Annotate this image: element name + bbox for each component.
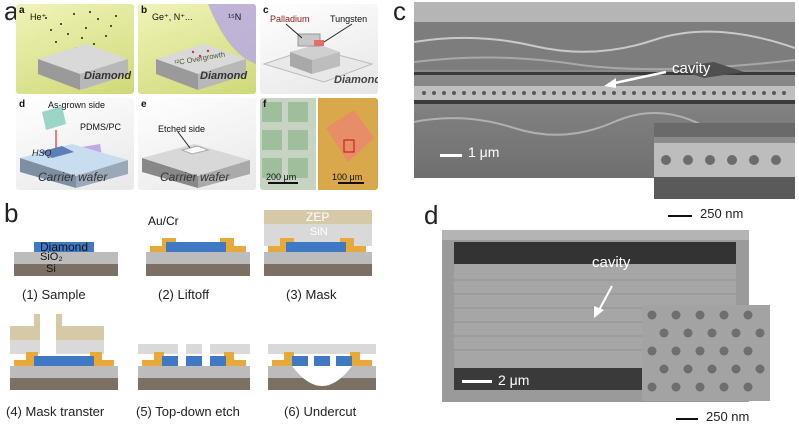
layer-label-diamond: Diamond: [40, 240, 89, 254]
panel-b-letter: b: [4, 198, 19, 228]
panel-d-scale-main: 2 μm: [498, 372, 530, 388]
tile-a-block-label: Diamond: [84, 70, 132, 82]
tile-c-letter: c: [263, 5, 269, 16]
tile-b-ion-label: Ge⁺, N⁺...: [152, 12, 193, 22]
panel-d-letter: d: [424, 200, 439, 230]
panel-c-inset-illustration: [654, 123, 795, 199]
tile-d-pdms-label: PDMS/PC: [80, 122, 122, 132]
layer-label-sin: SiN: [310, 226, 328, 238]
tile-e-illustration: [142, 131, 250, 188]
tile-b-block-label: Diamond: [200, 70, 248, 82]
panel-c-cavity-label: cavity: [672, 60, 711, 77]
tile-a-ion-label: He⁺: [30, 12, 47, 22]
tile-c-metal-mask: c Palladium Tungsten Diamond: [260, 4, 378, 94]
step-label-3: (3) Mask: [286, 287, 337, 302]
step-label-5: (5) Top-down etch: [136, 404, 240, 419]
tile-d-transfer: d As-grown side PDMS/PC HSQ Carrier wafe…: [16, 98, 134, 190]
layer-label-si: Si: [46, 263, 56, 275]
tile-b-illustration: [156, 4, 256, 90]
step-4-stack: [10, 314, 118, 390]
panel-c-sem-illustration: [414, 2, 795, 178]
tile-c-palladium-label: Palladium: [270, 14, 310, 24]
tile-a-ion-implant: a He⁺ Diamond: [16, 4, 134, 94]
panel-d-scale-inset: 250 nm: [706, 409, 750, 424]
tile-c-illustration: [262, 23, 374, 83]
layer-label-sio2: SiO₂: [40, 251, 63, 263]
tile-a-letter: a: [19, 5, 25, 16]
panel-c-scale-inset: 250 nm: [700, 206, 744, 221]
step-3-stack: [264, 210, 372, 276]
tile-c-tungsten-label: Tungsten: [330, 14, 368, 24]
panel-d-inset-scalebar: [676, 418, 698, 420]
tile-b-letter: b: [141, 5, 148, 16]
panel-a-letter: a: [4, 0, 19, 26]
panel-c-hole-row: [422, 91, 786, 95]
panel-c-scale-main: 1 μm: [468, 144, 500, 160]
layer-label-zep: ZEP: [306, 210, 330, 224]
tile-a-illustration: [38, 11, 128, 90]
tile-d-illustration: [20, 106, 128, 188]
step-label-4: (4) Mask transter: [6, 404, 105, 419]
tile-f-illustration: [260, 98, 378, 190]
step-5-stack: [138, 340, 250, 390]
step-6-stack: [268, 344, 376, 390]
tile-e-etched: e Etched side Carrier wafer: [138, 98, 256, 190]
step-label-1: (1) Sample: [22, 287, 86, 302]
tile-d-asgrown-label: As-grown side: [48, 100, 106, 110]
tile-d-block-label: Carrier wafer: [38, 170, 108, 184]
step-label-6: (6) Undercut: [284, 404, 357, 419]
tile-b-isotope-label: ¹⁵N: [228, 12, 242, 22]
panel-d-inset: [642, 305, 770, 401]
layer-label-aucr: Au/Cr: [148, 214, 179, 228]
tile-f-scale-left: 200 μm: [266, 172, 297, 182]
panel-d-cavity-label: cavity: [592, 254, 631, 271]
tile-c-block-label: Diamond: [334, 74, 378, 86]
tile-e-letter: e: [141, 99, 147, 110]
panel-c-inset: [654, 123, 795, 199]
tile-f-letter: f: [263, 99, 267, 110]
step-label-2: (2) Liftoff: [158, 287, 210, 302]
step-2-stack: [146, 238, 250, 276]
tile-b-overgrowth: b Ge⁺, N⁺... ¹⁵N ¹²C Overgrowth Diamond: [138, 4, 256, 94]
panel-b-process-diagram: [10, 210, 376, 390]
tile-e-etched-label: Etched side: [158, 124, 206, 134]
tile-d-letter: d: [19, 99, 26, 110]
step-1-stack: [14, 242, 118, 276]
tile-e-block-label: Carrier wafer: [160, 170, 230, 184]
tile-f-scale-right: 100 μm: [332, 172, 363, 182]
tile-f-micrographs: f 200 μm 100 μm: [260, 98, 378, 190]
panel-d-inset-illustration: [642, 305, 770, 401]
tile-d-hsq-label: HSQ: [32, 148, 52, 158]
panel-c-inset-scalebar: [668, 215, 692, 217]
panel-c-letter: c: [393, 0, 406, 26]
